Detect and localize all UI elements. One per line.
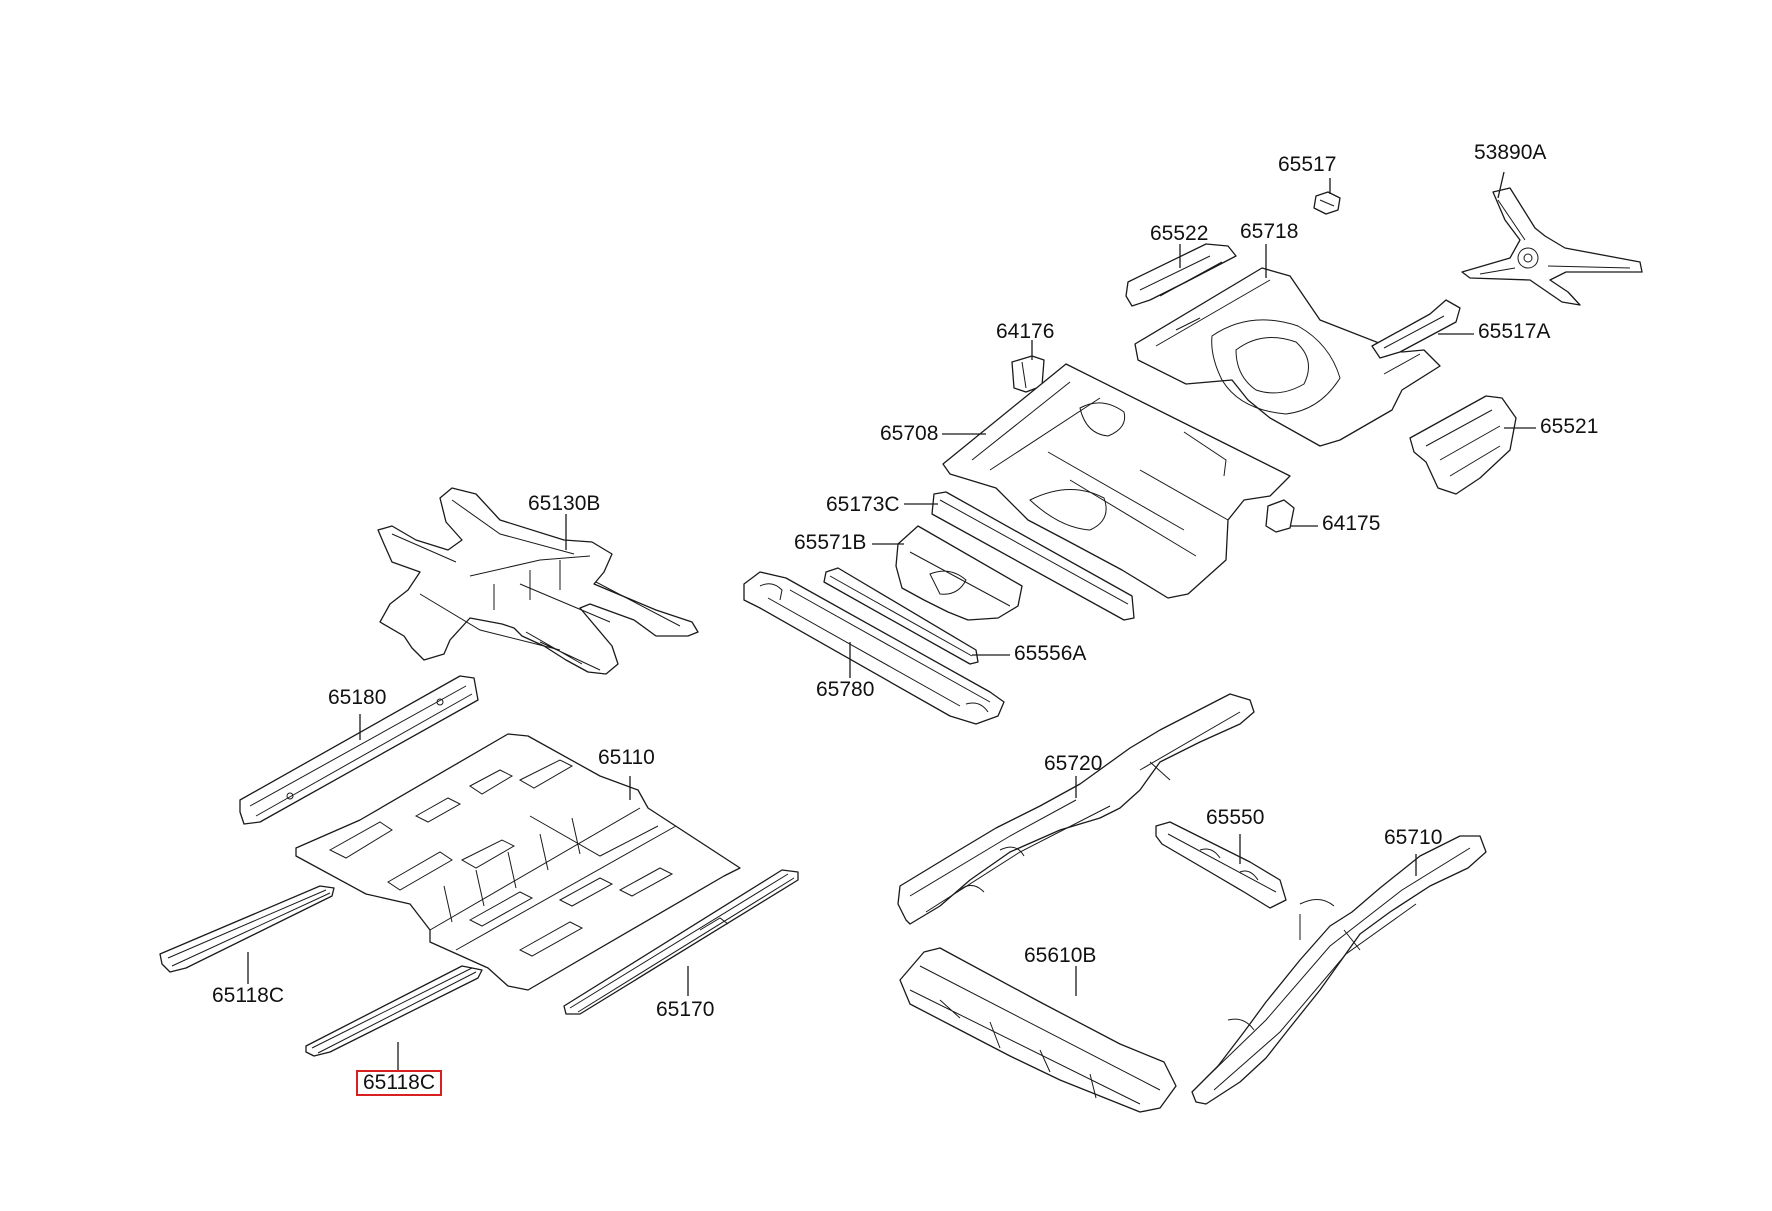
part-label-65550[interactable]: 65550 [1206, 806, 1265, 829]
part-65180-shape[interactable] [239, 675, 479, 825]
part-65710-shape[interactable] [1191, 835, 1487, 1105]
part-65130B-shape[interactable] [377, 487, 699, 675]
part-label-65556A[interactable]: 65556A [1014, 642, 1087, 665]
part-label-65170[interactable]: 65170 [656, 998, 715, 1021]
part-65517A-shape[interactable] [1371, 299, 1461, 359]
part-65718-shape[interactable] [1134, 267, 1441, 447]
part-65780-shape[interactable] [743, 571, 1005, 725]
part-65170-shape[interactable] [563, 869, 799, 1015]
part-label-65180[interactable]: 65180 [328, 686, 387, 709]
part-65521-shape[interactable] [1409, 395, 1517, 495]
part-65517-shape[interactable] [1313, 191, 1341, 215]
part-label-65517[interactable]: 65517 [1278, 153, 1337, 176]
part-label-65130B[interactable]: 65130B [528, 492, 601, 515]
part-label-65522[interactable]: 65522 [1150, 222, 1209, 245]
part-65708-shape[interactable] [942, 363, 1291, 599]
part-label-65517A[interactable]: 65517A [1478, 320, 1551, 343]
part-65110-shape[interactable] [295, 733, 741, 991]
part-65522-shape[interactable] [1125, 243, 1237, 307]
part-label-65720[interactable]: 65720 [1044, 752, 1103, 775]
part-label-65710[interactable]: 65710 [1384, 826, 1443, 849]
part-label-65610B[interactable]: 65610B [1024, 944, 1097, 967]
part-label-65780[interactable]: 65780 [816, 678, 875, 701]
part-label-65521[interactable]: 65521 [1540, 415, 1599, 438]
part-65118C-upper-shape[interactable] [159, 885, 335, 973]
part-label-65173C[interactable]: 65173C [826, 493, 900, 516]
part-64175-shape[interactable] [1265, 499, 1295, 533]
part-label-65118C-upper[interactable]: 65118C [212, 984, 285, 1007]
part-65118C-selected-shape[interactable] [305, 965, 483, 1057]
part-label-65110[interactable]: 65110 [598, 746, 655, 769]
part-label-53890A[interactable]: 53890A [1474, 141, 1547, 164]
part-65571B-shape[interactable] [895, 525, 1023, 621]
part-label-65118C-selected[interactable]: 65118C [356, 1070, 443, 1096]
leader-53890A [1497, 171, 1505, 199]
part-65556A-shape[interactable] [823, 567, 979, 665]
part-label-64175[interactable]: 64175 [1322, 512, 1381, 535]
part-label-65708[interactable]: 65708 [880, 422, 939, 445]
part-65720-shape[interactable] [897, 693, 1255, 925]
part-label-65571B[interactable]: 65571B [794, 531, 867, 554]
part-65173C-shape[interactable] [931, 491, 1135, 621]
part-label-65718[interactable]: 65718 [1240, 220, 1299, 243]
part-65550-shape[interactable] [1155, 821, 1287, 909]
part-65610B-shape[interactable] [899, 947, 1177, 1113]
part-53890A-shape[interactable] [1461, 187, 1643, 306]
part-label-64176[interactable]: 64176 [996, 320, 1055, 343]
